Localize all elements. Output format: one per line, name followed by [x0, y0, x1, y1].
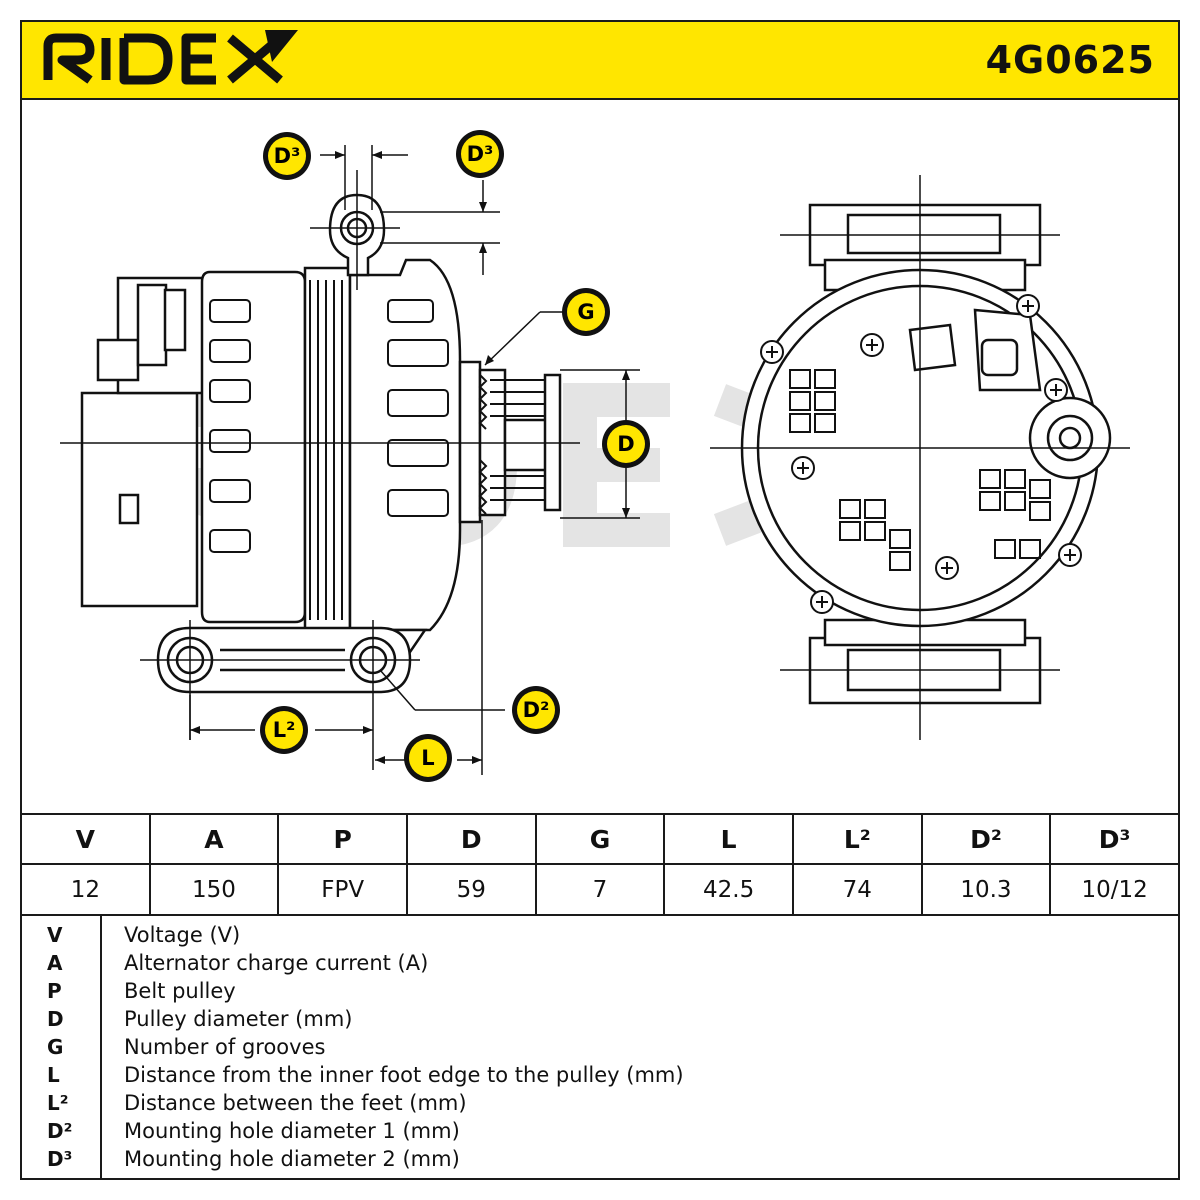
legend-key: D³	[47, 1147, 73, 1171]
technical-drawing: D³ D³ G D D² L² L	[20, 100, 1180, 813]
legend-row-p: P Belt pulley	[20, 977, 1180, 1005]
label-d3-left: D³	[263, 132, 311, 180]
legend-row-l2: L² Distance between the feet (mm)	[20, 1089, 1180, 1117]
svg-text:D³: D³	[467, 142, 494, 166]
legend-key: L²	[47, 1091, 69, 1115]
value-g: 7	[534, 863, 666, 916]
pulley-grooves	[478, 374, 545, 515]
header-a: A	[148, 813, 280, 865]
legend-desc: Belt pulley	[124, 979, 236, 1003]
legend-key: D²	[47, 1119, 73, 1143]
svg-text:D²: D²	[523, 698, 550, 722]
screw-crosses	[766, 300, 1076, 608]
header-d2: D²	[920, 813, 1052, 865]
legend-row-d2: D² Mounting hole diameter 1 (mm)	[20, 1117, 1180, 1145]
legend-key: G	[47, 1035, 64, 1059]
header-l2: L²	[791, 813, 923, 865]
centre-lines-rear	[710, 175, 1130, 740]
ridex-logo	[40, 28, 300, 92]
legend-desc: Pulley diameter (mm)	[124, 1007, 353, 1031]
legend-row-g: G Number of grooves	[20, 1033, 1180, 1061]
legend-desc: Voltage (V)	[124, 923, 241, 947]
label-l: L	[404, 734, 452, 782]
svg-text:D³: D³	[274, 144, 301, 168]
sheet-frame	[20, 20, 1180, 1180]
value-l: 42.5	[663, 863, 794, 916]
header-d: D	[405, 813, 537, 865]
legend-desc: Mounting hole diameter 1 (mm)	[124, 1119, 460, 1143]
svg-text:G: G	[577, 300, 594, 324]
spec-value-row: 12 150 FPV 59 7 42.5 74 10.3 10/12	[20, 863, 1180, 916]
value-p: FPV	[277, 863, 408, 916]
spec-table: V A P D G L L² D² D³ 12 150 FPV 59 7 42.…	[20, 813, 1180, 916]
svg-text:L: L	[421, 746, 434, 770]
header-d3: D³	[1049, 813, 1180, 865]
legend-row-l: L Distance from the inner foot edge to t…	[20, 1061, 1180, 1089]
value-d3: 10/12	[1049, 863, 1180, 916]
value-l2: 74	[791, 863, 923, 916]
legend-key: V	[47, 923, 63, 947]
value-a: 150	[148, 863, 280, 916]
legend-key: P	[47, 979, 62, 1003]
header-g: G	[534, 813, 666, 865]
label-d: D	[602, 420, 650, 468]
legend-key: L	[47, 1063, 60, 1087]
value-d2: 10.3	[920, 863, 1052, 916]
alternator-rear-view	[740, 203, 1112, 705]
rear-grille	[789, 369, 1051, 571]
legend-divider	[100, 914, 102, 1180]
label-g: G	[562, 288, 610, 336]
svg-text:D: D	[617, 432, 634, 456]
legend-desc: Number of grooves	[124, 1035, 326, 1059]
legend-desc: Distance between the feet (mm)	[124, 1091, 467, 1115]
spec-header-row: V A P D G L L² D² D³	[20, 813, 1180, 865]
alternator-side-view	[80, 258, 562, 654]
legend-desc: Mounting hole diameter 2 (mm)	[124, 1147, 460, 1171]
legend-desc: Distance from the inner foot edge to the…	[124, 1063, 684, 1087]
header-p: P	[277, 813, 408, 865]
arrowheads	[190, 151, 630, 764]
legend-row-d3: D³ Mounting hole diameter 2 (mm)	[20, 1145, 1180, 1173]
label-d2: D²	[512, 686, 560, 734]
value-d: 59	[405, 863, 537, 916]
cooling-slots	[209, 280, 449, 620]
label-d3-right: D³	[456, 130, 504, 178]
legend-desc: Alternator charge current (A)	[124, 951, 429, 975]
label-l2: L²	[260, 706, 308, 754]
value-v: 12	[20, 863, 151, 916]
legend-key: D	[47, 1007, 64, 1031]
legend-row-d: D Pulley diameter (mm)	[20, 1005, 1180, 1033]
legend-row-a: A Alternator charge current (A)	[20, 949, 1180, 977]
legend-row-v: V Voltage (V)	[20, 921, 1180, 949]
header-l: L	[663, 813, 794, 865]
part-number: 4G0625	[985, 38, 1155, 82]
legend-key: A	[47, 951, 63, 975]
header-v: V	[20, 813, 151, 865]
legend: V Voltage (V) A Alternator charge curren…	[20, 914, 1180, 1180]
svg-text:L²: L²	[273, 718, 296, 742]
alternator-drawing-svg: D³ D³ G D D² L² L	[60, 130, 1130, 782]
